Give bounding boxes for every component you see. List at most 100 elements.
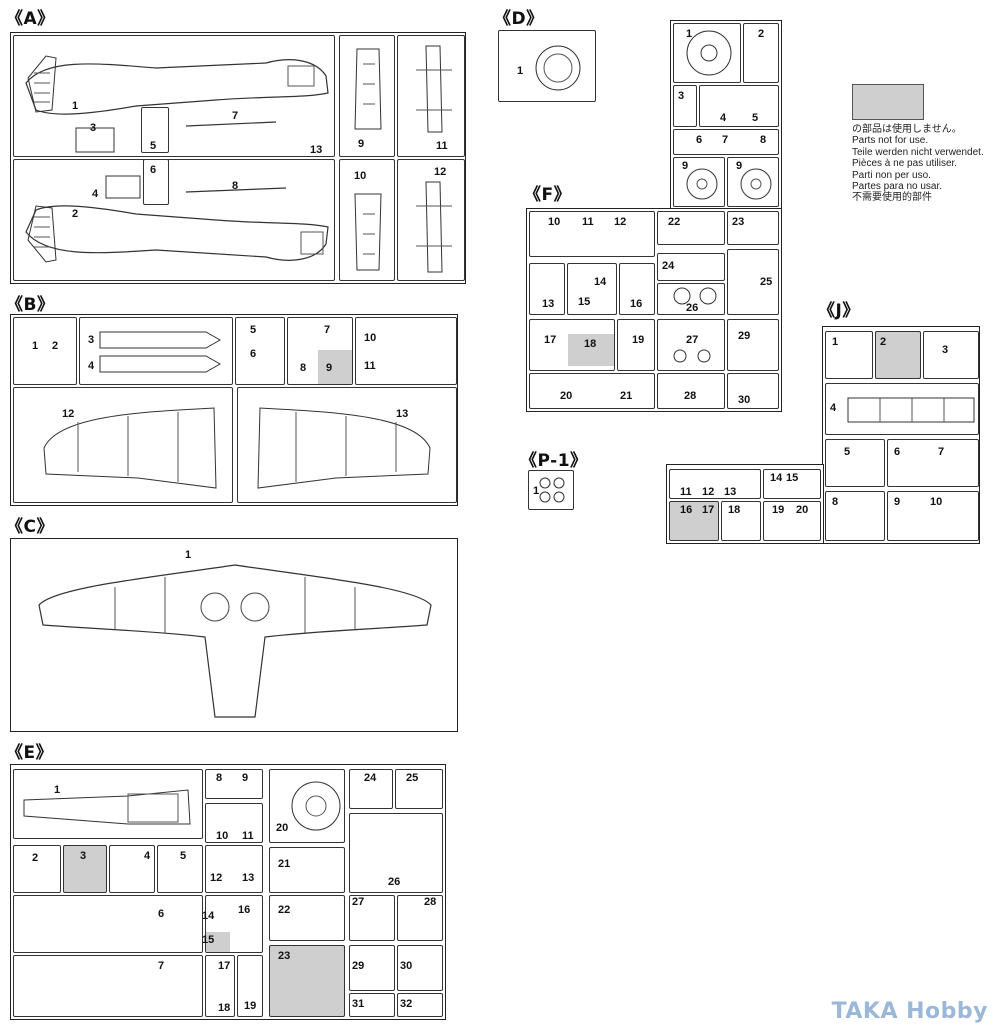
runner-a-rudder-10: 10	[339, 159, 395, 281]
part-number: 27	[686, 334, 699, 346]
runner-f-cell-17-18: 17 18	[529, 319, 615, 371]
part-number: 15	[202, 934, 215, 946]
part-number: 2	[32, 852, 39, 864]
runner-e-cell-24: 24	[349, 769, 393, 809]
part-number: 5	[844, 446, 851, 458]
part-number: 9	[242, 772, 249, 784]
part-number: 16	[630, 298, 643, 310]
part-number: 6	[696, 134, 703, 146]
part-number: 31	[352, 998, 365, 1010]
part-drawing	[23, 789, 191, 825]
runner-a-fuselage-2: 2 4 8	[13, 159, 335, 281]
part-number: 12	[62, 408, 75, 420]
runner-j-cell-3: 3	[923, 331, 979, 379]
stabilizer-drawing	[416, 45, 452, 133]
runner-j-cell-18: 18	[721, 501, 761, 541]
part-number: 2	[880, 336, 887, 348]
part-number: 8	[232, 180, 239, 192]
part-number: 6	[150, 164, 157, 176]
runner-e-part-21: 21	[269, 847, 345, 893]
runner-d-part-4-5: 4 5	[699, 85, 779, 127]
part-number: 15	[578, 296, 591, 308]
part-number: 8	[760, 134, 767, 146]
part-number: 3	[942, 344, 949, 356]
part-number: 6	[250, 348, 257, 360]
runner-j-cell-2-unused: 2	[875, 331, 921, 379]
runner-j: 1 2 3 4 5 6 7 8 9 10	[822, 326, 980, 544]
runner-b-wing-12: 12	[13, 387, 233, 503]
part-number: 7	[324, 324, 331, 336]
legend-line: の部品は使用しません。	[852, 124, 962, 135]
engine-ring-drawing	[535, 45, 581, 91]
runner-e-cell-8-9: 8 9	[205, 769, 263, 799]
legend-line: Parts not for use.	[852, 135, 929, 147]
runner-j-cell-19-20: 19 20	[763, 501, 821, 541]
runner-a-fuselage-1: 1 3 7 13	[13, 35, 335, 157]
runner-b-cell-1-2: 1 2	[13, 317, 77, 385]
runner-f-cell-30: 30	[727, 373, 779, 409]
part-number: 26	[388, 876, 401, 888]
part-number: 18	[218, 1002, 231, 1014]
runner-f-cell-13: 13	[529, 263, 565, 315]
runner-b-cell-7-8-9: 7 8 9	[287, 317, 353, 385]
runner-e-cell-10-11: 10 11	[205, 803, 263, 843]
rudder-drawing	[354, 48, 382, 130]
unused-part-15	[206, 932, 230, 952]
runner-j-cell-1: 1	[825, 331, 873, 379]
runner-f-cell-28: 28	[657, 373, 725, 409]
runner-e-part-20: 20	[269, 769, 345, 843]
legend-line: Teile werden nicht verwendet.	[852, 146, 984, 158]
part-number: 26	[686, 302, 699, 314]
part-number: 5	[180, 850, 187, 862]
runner-d-part-3: 3	[673, 85, 697, 127]
main-wing-drawing	[38, 564, 432, 718]
part-number: 19	[632, 334, 645, 346]
runner-e-cell-31: 31	[349, 993, 395, 1017]
part-number: 15	[786, 472, 799, 484]
part-number: 11	[242, 830, 254, 842]
runner-b-cell-5-6: 5 6	[235, 317, 285, 385]
runner-d-part-1-engine: 1	[673, 23, 741, 83]
part-number: 14	[202, 910, 215, 922]
runner-e-cell-12-13: 12 13	[205, 845, 263, 893]
part-number: 30	[400, 960, 413, 972]
runner-e-part-22: 22	[269, 895, 345, 941]
runner-e-part-7: 7	[13, 955, 203, 1017]
runner-e-cell-30: 30	[397, 945, 443, 991]
runner-f-cell-23: 23	[727, 211, 779, 245]
legend-line: Pièces à ne pas utiliser.	[852, 158, 958, 170]
part-number: 20	[560, 390, 573, 402]
runner-j-cell-14-15: 14 15	[763, 469, 821, 499]
runner-j-cell-6-7: 6 7	[887, 439, 979, 487]
part-number: 1	[54, 784, 61, 796]
part-number: 9	[682, 160, 689, 172]
runner-f-cell-25: 25	[727, 249, 779, 315]
runner-f-cell-27: 27	[657, 319, 725, 371]
runner-f: 10 11 12 22 23 13 14 15 16 24 25 26 17 1…	[526, 208, 782, 412]
part-number: 23	[278, 950, 291, 962]
part-number: 5	[752, 112, 759, 124]
part-number: 12	[434, 166, 447, 178]
part-number: 9	[736, 160, 743, 172]
part-number: 32	[400, 998, 413, 1010]
runner-a-rudder-9: 9	[339, 35, 395, 157]
runner-c: 1	[10, 538, 458, 732]
part-number: 19	[244, 1000, 257, 1012]
part-number: 18	[584, 338, 597, 350]
part-number: 21	[620, 390, 633, 402]
runner-j-cell-9-10: 9 10	[887, 491, 979, 541]
runner-e-cell-2: 2	[13, 845, 61, 893]
fuselage-half-2-drawing	[25, 175, 329, 263]
part-number: 1	[832, 336, 839, 348]
part-number: 7	[938, 446, 945, 458]
part-number: 11	[680, 486, 692, 498]
part-number: 23	[732, 216, 745, 228]
runner-f-cell-10-11-12: 10 11 12	[529, 211, 655, 257]
part-number: 1	[533, 485, 540, 497]
runner-e-cell-29: 29	[349, 945, 395, 991]
wheel-drawing	[686, 168, 718, 200]
tail-wheel-drawing	[673, 287, 717, 305]
part-number: 1	[185, 549, 192, 561]
wheel-drawing	[740, 168, 772, 200]
part-number: 27	[352, 896, 365, 908]
